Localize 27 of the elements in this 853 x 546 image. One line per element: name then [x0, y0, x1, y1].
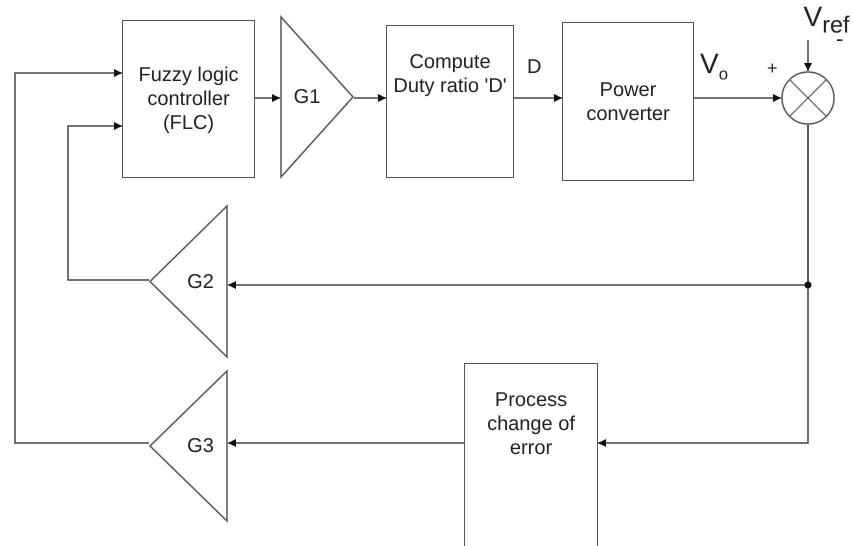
node-label: Power converter — [585, 78, 671, 126]
process-box — [122, 20, 255, 178]
process-box — [464, 363, 598, 546]
process-box — [562, 22, 694, 181]
gain-triangle — [280, 16, 354, 178]
edge-label: V$_{o}$ — [700, 48, 728, 85]
arrow — [354, 94, 386, 102]
node-label: G1 — [294, 85, 320, 109]
arrow — [598, 125, 809, 447]
process-box — [386, 25, 514, 178]
arrow — [694, 94, 781, 102]
node-label: G3 — [187, 434, 214, 458]
arrow — [255, 94, 280, 102]
arrow — [514, 94, 562, 102]
arrow — [67, 122, 149, 281]
edge-label: D — [527, 56, 542, 79]
gain-triangle — [149, 370, 228, 522]
node-label: G2 — [187, 270, 214, 294]
sign-label: + — [767, 58, 778, 79]
arrow — [804, 40, 812, 71]
node-label: Process change of error — [486, 388, 576, 460]
node-label: Fuzzy logic controller (FLC) — [137, 63, 240, 135]
node-label: Compute Duty ratio 'D' — [392, 50, 508, 98]
summing-junction — [781, 71, 835, 125]
arrow — [228, 439, 464, 447]
gain-triangle — [149, 205, 228, 358]
arrow — [14, 69, 149, 444]
